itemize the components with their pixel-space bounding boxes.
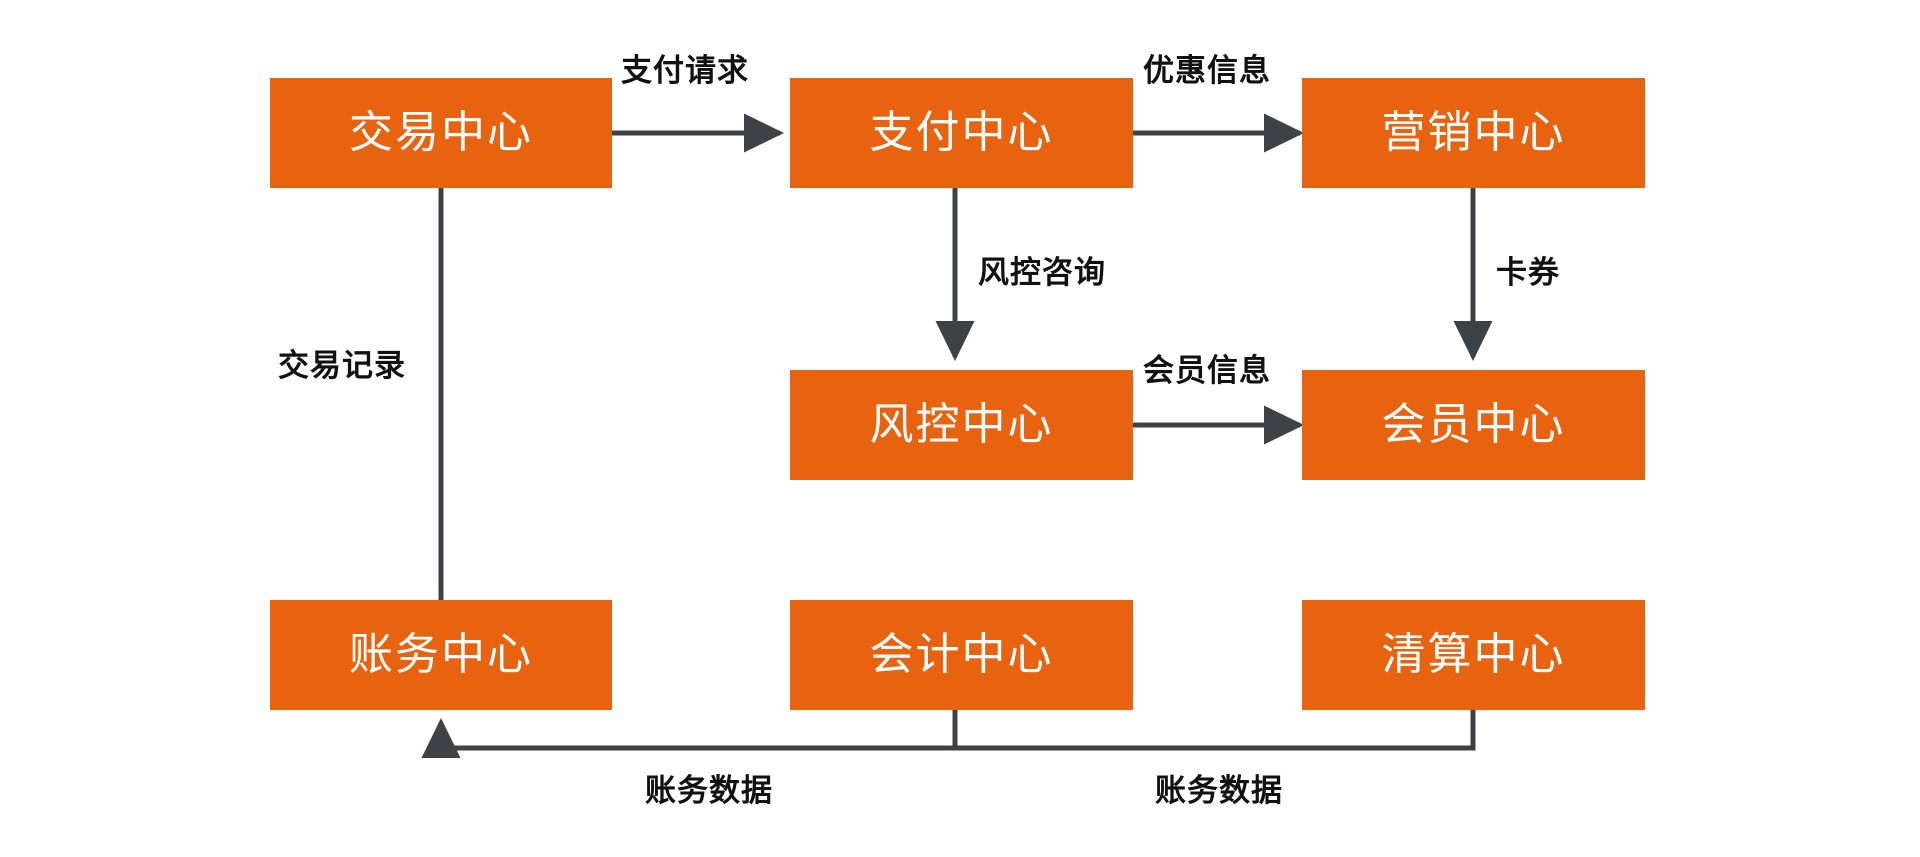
node-label: 营销中心 [1381, 108, 1566, 157]
edge-label-promotion-info: 优惠信息 [1143, 53, 1271, 88]
node-riskcontrol-center[interactable]: 风控中心 [790, 370, 1133, 480]
edge-label-account-data-accounting: 账务数据 [645, 773, 773, 808]
node-label: 会计中心 [869, 630, 1054, 679]
node-account-center[interactable]: 账务中心 [270, 600, 612, 710]
edge-label-account-data-settlement: 账务数据 [1155, 773, 1283, 808]
edge-label-trade-record: 交易记录 [278, 348, 406, 383]
node-label: 清算中心 [1381, 630, 1566, 679]
node-label: 风控中心 [869, 400, 1054, 449]
node-label: 账务中心 [349, 630, 533, 679]
node-label: 会员中心 [1381, 400, 1566, 449]
node-member-center[interactable]: 会员中心 [1302, 370, 1645, 480]
node-payment-center[interactable]: 支付中心 [790, 78, 1133, 188]
edge-label-risk-consult: 风控咨询 [978, 255, 1106, 290]
node-settlement-center[interactable]: 清算中心 [1302, 600, 1645, 710]
node-label: 交易中心 [349, 108, 533, 157]
edge-label-payment-request: 支付请求 [621, 53, 749, 88]
node-trade-center[interactable]: 交易中心 [270, 78, 612, 188]
node-accounting-center[interactable]: 会计中心 [790, 600, 1133, 710]
edge-label-card-coupon: 卡券 [1496, 255, 1560, 290]
node-marketing-center[interactable]: 营销中心 [1302, 78, 1645, 188]
connector-settlement-to-account [441, 710, 1476, 751]
node-label: 支付中心 [869, 108, 1054, 157]
edge-label-member-info: 会员信息 [1143, 353, 1271, 388]
connector-accounting-to-account [421, 710, 958, 758]
